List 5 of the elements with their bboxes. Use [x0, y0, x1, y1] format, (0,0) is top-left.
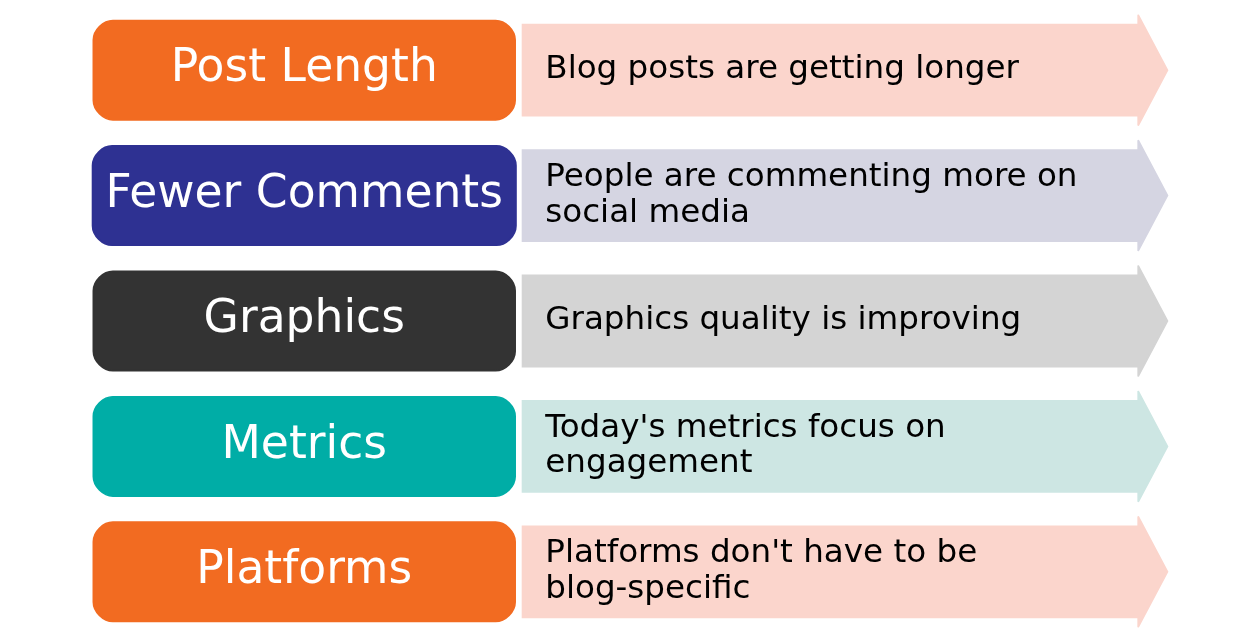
node-box: Platforms [92, 521, 516, 623]
node-box: Fewer Comments [91, 145, 517, 247]
node-box: Metrics [92, 395, 516, 497]
node-box: Graphics [92, 270, 516, 372]
node-box: Post Length [92, 19, 516, 121]
